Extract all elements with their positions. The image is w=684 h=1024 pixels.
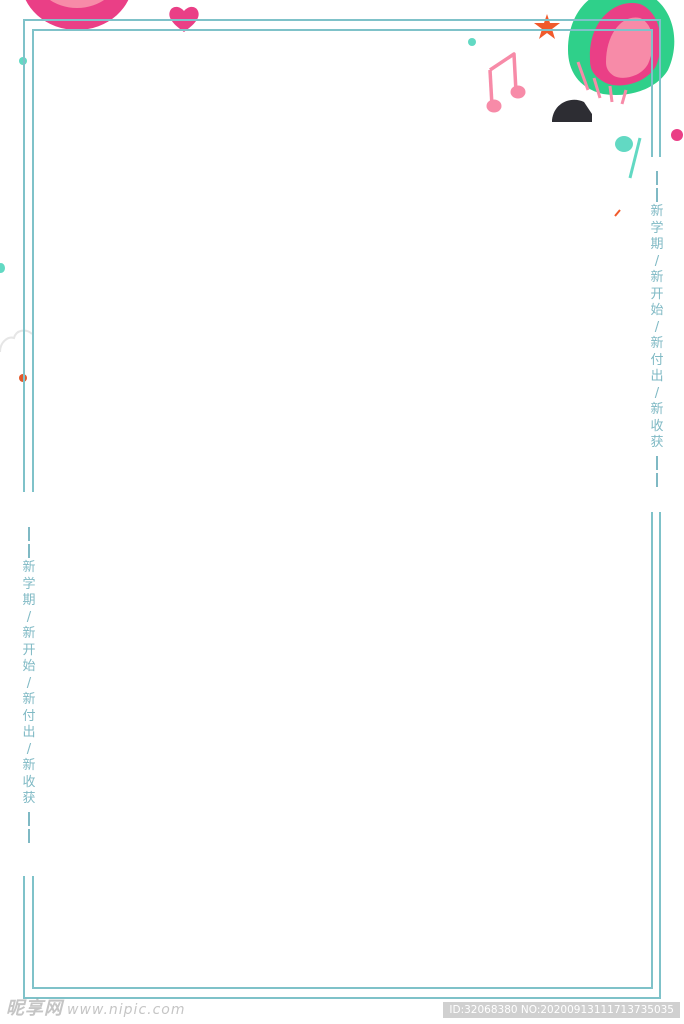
slogan-char: 收 [650,418,664,434]
slogan-char: 付 [22,708,36,724]
frame-inner-top [32,29,653,31]
watermark-brand-name: 昵享网 [6,998,63,1019]
slogan-separator: / [654,385,660,401]
slogan-char: 出 [22,725,36,740]
frame-outer-top [23,19,661,21]
slogan-char: 获 [650,435,664,450]
slogan-separator: / [654,319,660,335]
slogan-char: 始 [22,659,36,674]
slogan-char: 期 [650,237,664,252]
slogan-char: 新 [650,402,664,417]
dot-icon [614,209,621,217]
frame-outer-bottom [23,997,661,999]
frame-outer-right-lower [659,512,661,999]
balloon-top-right-icon [552,0,675,122]
watermark-id: ID:32068380 NO:20200913111713735035 [443,1002,680,1018]
slogan-bar [656,472,658,487]
slogan-bar [28,828,30,843]
slogan-separator: / [654,253,660,269]
slogan-char: 出 [650,369,664,384]
slogan-bar [28,544,30,558]
dot-icon [468,38,476,46]
slogan-char: 始 [650,303,664,318]
dot-icon [0,263,5,273]
slogan-char: 新 [650,270,664,285]
slogan-bar [28,527,30,541]
star-icon [534,14,560,39]
music-note-icon [486,52,526,113]
slogan-char: 新 [22,692,36,707]
frame-inner-left-lower [32,876,34,989]
balloon-top-left-icon [25,0,129,30]
slogan-separator: / [26,609,32,625]
slogan-separator: / [26,741,32,757]
frame-outer-right-upper [659,19,661,157]
slogan-char: 期 [22,593,36,608]
slogan-bar [656,188,658,202]
slogan-char: 新 [650,204,664,219]
slogan-char: 付 [650,352,664,368]
frame-inner-bottom [32,987,653,989]
cloud-icon [0,329,33,353]
frame-outer-left-upper [23,19,25,492]
frame-inner-right-upper [651,29,653,157]
slogan-char: 学 [650,220,664,236]
slogan-bar [656,171,658,185]
left-side-slogan: 新 学 期 / 新 开 始 / 新 付 出 / 新 收 获 [20,524,38,846]
slogan-char: 开 [650,286,664,302]
slogan-char: 收 [22,774,36,790]
slogan-char: 新 [22,560,36,575]
slogan-char: 新 [22,758,36,773]
slogan-char: 新 [650,336,664,351]
frame-outer-left-lower [23,876,25,999]
slogan-char: 学 [22,576,36,592]
slogan-bar [28,811,30,826]
slogan-char: 获 [22,791,36,806]
dot-icon [671,129,683,141]
music-note-icon [615,136,642,179]
watermark-site: www.nipic.com [67,1002,186,1018]
slogan-char: 开 [22,642,36,658]
slogan-bar [656,455,658,470]
frame-inner-left-upper [32,29,34,492]
frame-inner-right-lower [651,512,653,989]
slogan-char: 新 [22,626,36,641]
slogan-separator: / [26,675,32,691]
right-side-slogan: 新 学 期 / 新 开 始 / 新 付 出 / 新 收 获 [648,168,666,490]
